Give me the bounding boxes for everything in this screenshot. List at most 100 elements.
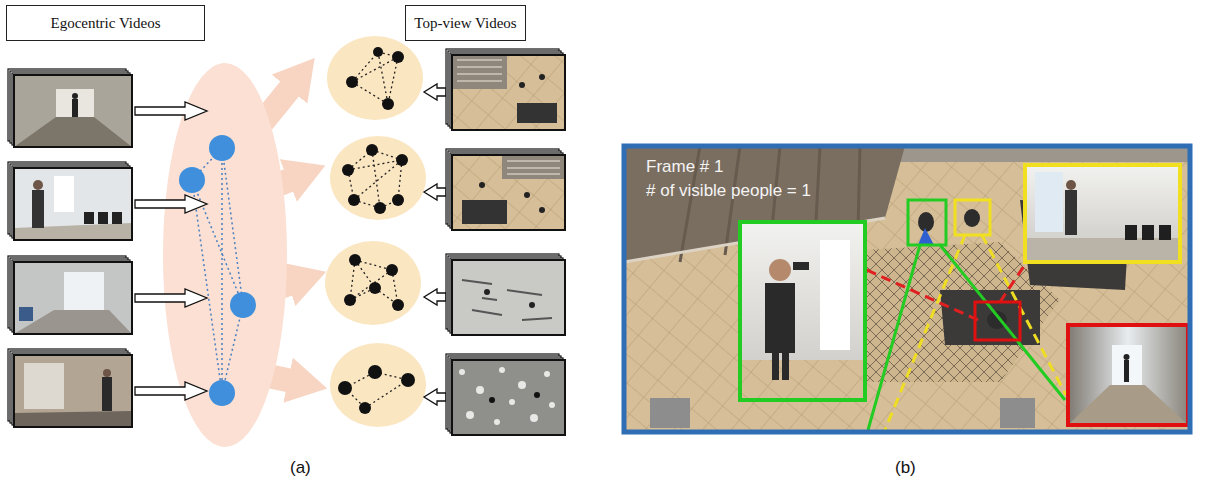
panel-caption: (b) — [895, 458, 916, 478]
egocentric-inset-yellow-part — [1035, 172, 1063, 232]
topview-graph-part — [338, 365, 415, 414]
topview-video-stack-part-part — [549, 402, 555, 408]
top-view-frame — [624, 146, 1190, 432]
topview-graph-part — [352, 52, 398, 104]
ego-video-stack-part — [14, 168, 132, 240]
top-view-frame-part — [940, 290, 1040, 345]
topview-graph-part — [327, 36, 423, 120]
header-text: Egocentric Videos — [50, 15, 160, 32]
ego-video-stack-part — [14, 223, 132, 240]
topview-graph — [330, 136, 426, 220]
header-box: Top-view Videos — [405, 5, 526, 41]
ego-video-stack — [8, 162, 132, 240]
ego-video-stack-part — [14, 262, 132, 334]
topview-video-stack-part-part — [509, 399, 515, 405]
topview-graph-part — [346, 47, 404, 110]
egocentric-inset-green-part — [772, 350, 779, 380]
ego-video-stack-part — [14, 75, 132, 147]
topview-graph-part-part — [344, 294, 356, 306]
topview-video-stack-part — [452, 55, 565, 130]
frame-overlay-text: Frame # 1 — [646, 157, 723, 177]
egocentric-inset-green-part — [740, 222, 865, 400]
ego-video-stack — [8, 256, 132, 334]
topview-graph — [327, 36, 423, 120]
ego-video-stack-part — [14, 262, 132, 334]
topview-graph-part-part — [398, 160, 402, 200]
topview-video-stack-part — [479, 182, 485, 188]
ego-graph-nodes — [179, 135, 256, 406]
topview-video-stack-part — [524, 192, 530, 198]
topview-video-stack-part — [539, 207, 545, 213]
frame-border — [624, 146, 1190, 432]
topview-video-stack-part — [507, 161, 560, 174]
ego-video-stack-part — [14, 75, 132, 147]
topview-video-stack — [446, 254, 565, 335]
ego-video-stack-part — [84, 212, 94, 224]
egocentric-inset-green-part — [740, 360, 865, 400]
egocentric-inset-yellow-part — [1159, 225, 1171, 240]
topview-graph-part — [344, 254, 404, 311]
hollow-arrows-ego-part — [135, 289, 207, 307]
topview-video-stack-part — [459, 367, 555, 425]
hollow-arrows-ego-part — [135, 102, 207, 120]
topview-graph-part — [325, 241, 421, 325]
topview-video-stack-part — [452, 360, 565, 435]
ego-graph-nodes-part — [230, 292, 256, 318]
egocentric-inset-yellow-part — [1142, 225, 1154, 240]
topview-graph-part-part — [346, 76, 358, 88]
egocentric-inset-red-part — [1068, 325, 1188, 425]
hollow-arrows-topview-part — [424, 289, 446, 305]
egocentric-inset-yellow-part — [1025, 238, 1180, 262]
topview-video-stack-part-part — [544, 371, 550, 377]
topview-video-stack-part-part — [459, 369, 465, 375]
egocentric-inset-red-part — [1068, 385, 1188, 425]
top-view-frame-part — [1000, 398, 1035, 428]
ego-graph-nodes-part — [209, 380, 235, 406]
topview-graph-part-part — [348, 194, 360, 206]
ego-video-stack-part — [98, 212, 108, 224]
topview-graph — [330, 343, 426, 427]
topview-video-stack-part — [502, 155, 565, 179]
ego-video-stack-part — [14, 355, 132, 427]
ego-video-stack-part — [112, 212, 122, 224]
egocentric-inset-yellow — [1025, 165, 1180, 262]
topview-graph-part-part — [396, 154, 408, 166]
egocentric-inset-green-part — [765, 283, 795, 353]
egocentric-inset-green-part — [793, 262, 809, 270]
topview-graph — [325, 241, 421, 325]
top-view-frame-part — [650, 398, 690, 428]
topview-video-stack-part-part — [530, 414, 538, 422]
header-box: Egocentric Videos — [6, 5, 205, 41]
hollow-arrows-ego-part — [135, 382, 207, 400]
topview-video-stack-part — [489, 397, 495, 403]
topview-graph-part-part — [374, 202, 386, 214]
topview-video-stack-part — [484, 289, 490, 295]
egocentric-inset-red-part — [1112, 345, 1142, 385]
egocentric-inset-green-part — [769, 259, 791, 281]
topview-graph-part-part — [348, 160, 402, 170]
topview-graph-part-part — [365, 380, 408, 408]
topview-video-stack-part — [452, 155, 565, 230]
topview-video-stack-part — [539, 74, 545, 80]
ego-video-stack-part — [32, 190, 44, 228]
ego-video-stack-part — [102, 377, 112, 411]
person-boxes-part — [975, 302, 1020, 340]
ego-video-stack-part — [14, 355, 132, 427]
ego-video-stack-part — [33, 180, 43, 190]
topview-video-stack-part — [452, 55, 565, 130]
topview-graph-part-part — [338, 381, 352, 395]
person-boxes-part — [955, 200, 990, 235]
topview-video-stack-part — [529, 302, 535, 308]
topview-video-stack-part — [534, 392, 540, 398]
ego-graph-edges-part — [192, 180, 222, 393]
egocentric-inset-red-part — [1124, 360, 1129, 382]
topview-graph-part-part — [392, 299, 404, 311]
egocentric-inset-yellow-part — [1125, 225, 1137, 240]
topview-video-stack-part-part — [476, 386, 484, 394]
ego-video-stack-part — [14, 117, 132, 147]
topview-graph-part-part — [366, 144, 378, 156]
topview-video-stack-part — [452, 260, 565, 335]
hollow-arrows-topview-part — [424, 84, 446, 100]
